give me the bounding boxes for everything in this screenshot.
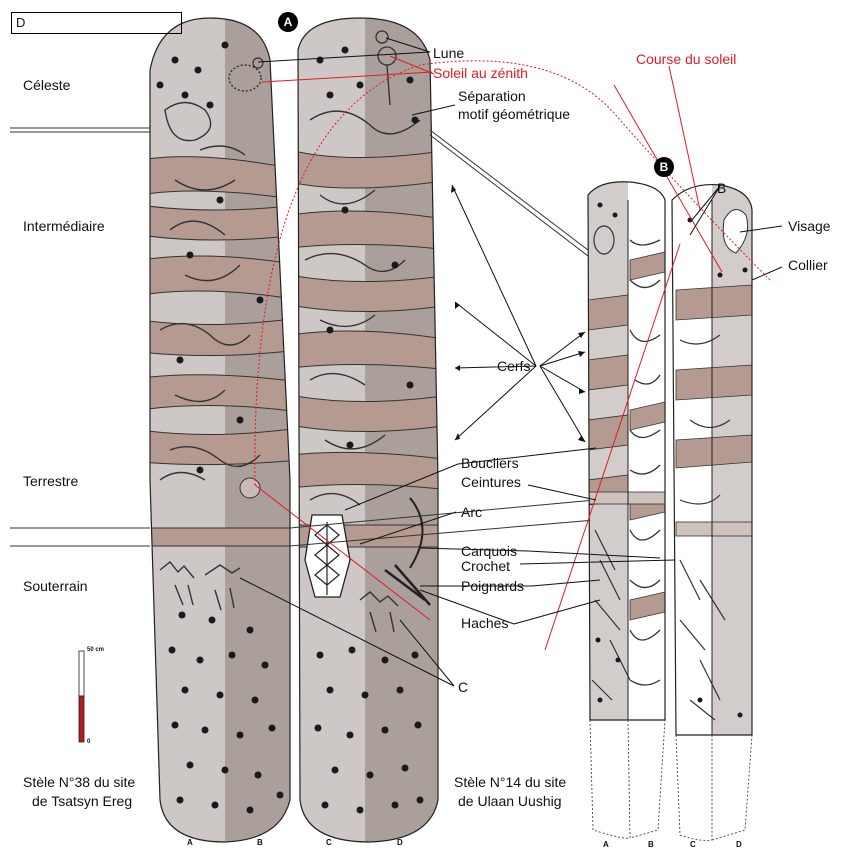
scale-top-label: 50 cm <box>87 647 104 653</box>
badge-a: A <box>278 12 298 32</box>
side-label-a-2: A <box>603 840 609 849</box>
label-soleil-zenith: Soleil au zénith <box>433 65 528 81</box>
zone-terrestre: Terrestre <box>23 473 78 489</box>
side-label-a: A <box>187 838 193 847</box>
zone-intermediaire: Intermédiaire <box>23 218 105 234</box>
stele-14-left-faces <box>580 175 670 735</box>
label-cerfs: Cerfs <box>497 358 530 374</box>
label-separation-2: motif géométrique <box>458 106 570 122</box>
scale-bar <box>79 651 84 742</box>
caption-left-2: de Tsatsyn Ereg <box>32 792 132 810</box>
label-ceintures: Ceintures <box>461 474 521 490</box>
label-separation-1: Séparation <box>458 88 526 104</box>
label-lune: Lune <box>433 45 464 61</box>
label-b-marker: B <box>717 180 726 196</box>
label-boucliers: Boucliers <box>461 455 519 471</box>
stele-38-right-face <box>290 10 450 850</box>
badge-b: B <box>654 157 674 177</box>
caption-left-1: Stèle N°38 du site <box>23 773 135 791</box>
side-label-d: D <box>397 838 403 847</box>
label-collier: Collier <box>788 257 828 273</box>
panel-letter-box: D <box>11 12 182 34</box>
side-label-b-2: B <box>648 840 654 849</box>
caption-right-2: de Ulaan Uushig <box>458 792 562 810</box>
stele-14-right-faces <box>670 180 760 740</box>
label-arc: Arc <box>461 504 482 520</box>
side-label-c: C <box>326 838 332 847</box>
side-label-b: B <box>257 838 263 847</box>
zone-celeste: Céleste <box>23 77 70 93</box>
label-c-marker: C <box>458 679 468 695</box>
zone-souterrain: Souterrain <box>23 578 88 594</box>
label-haches: Haches <box>461 615 508 631</box>
label-course-soleil: Course du soleil <box>636 51 736 67</box>
side-label-c-2: C <box>690 840 696 849</box>
caption-right-1: Stèle N°14 du site <box>454 773 566 791</box>
scale-bottom-label: 0 <box>87 739 90 745</box>
label-poignards: Poignards <box>461 578 524 594</box>
side-label-d-2: D <box>736 840 742 849</box>
label-visage: Visage <box>788 218 831 234</box>
label-crochet: Crochet <box>461 558 510 574</box>
label-carquois: Carquois <box>461 543 517 559</box>
stele-38-left-face <box>140 10 305 850</box>
